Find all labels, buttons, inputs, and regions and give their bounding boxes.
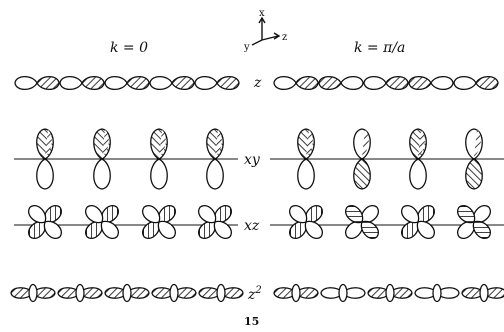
orbital-row-xz-kpi [286, 202, 493, 241]
col-label-kpi: k = π/a [354, 40, 405, 56]
axis-z-label: z [282, 32, 287, 43]
axis-y-label: y [243, 42, 250, 53]
axis-x-label: x [259, 8, 265, 19]
orbital-row-xz-k0 [25, 202, 234, 241]
row-label-xz: xz [244, 218, 260, 234]
row-label-z2: z2 [247, 285, 262, 303]
row-label-z: z [253, 75, 262, 91]
row-label-xy: xy [244, 152, 261, 168]
col-label-k0: k = 0 [110, 40, 148, 56]
orbital-row-z-kpi [274, 77, 498, 90]
orbital-row-z-k0 [15, 77, 239, 90]
coordinate-axes [252, 18, 279, 45]
orbital-row-z2-k0 [11, 285, 243, 302]
orbital-row-z2-kpi [274, 285, 504, 302]
figure-number: 15 [244, 315, 259, 328]
